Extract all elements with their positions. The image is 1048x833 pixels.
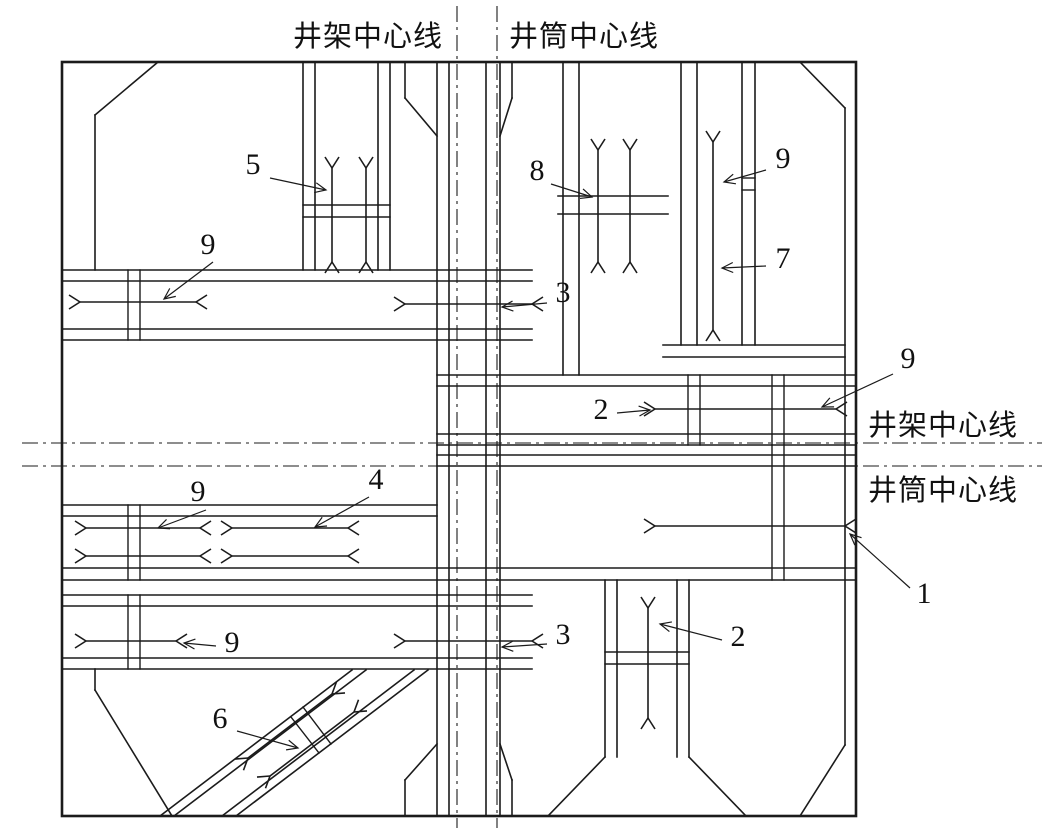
callout-number: 3 (556, 618, 571, 651)
callout-6: 6 (213, 702, 300, 751)
bottom-left-diagonal-band (93, 668, 430, 818)
leader-line (722, 169, 767, 185)
tie-rod (234, 681, 346, 771)
callout-8: 8 (530, 154, 594, 200)
beam-band-left-1 (61, 269, 533, 341)
callout-number: 9 (225, 626, 240, 659)
leader-line (500, 300, 548, 312)
callout-9-lower-left: 9 (182, 626, 240, 659)
callout-number: 7 (776, 242, 791, 275)
leader-line (848, 533, 911, 589)
callout-4: 4 (313, 463, 384, 528)
callout-number: 6 (213, 702, 228, 735)
leader-line (269, 177, 328, 194)
tie-rods (68, 130, 857, 789)
beam-band-bottom-right (546, 579, 748, 818)
top-headframe-centerline-label: 井架中心线 (293, 20, 443, 53)
beam-band-left-3 (61, 594, 533, 670)
callout-number: 9 (776, 142, 791, 175)
beam-band-left-2 (61, 504, 857, 581)
callout-number: 2 (731, 620, 746, 653)
callout-1: 1 (848, 533, 932, 610)
right-headframe-centerline-label: 井架中心线 (868, 409, 1018, 442)
leader-line (162, 261, 214, 300)
callout-number: 3 (556, 276, 571, 309)
leader-line (500, 640, 548, 652)
callout-number: 5 (246, 148, 261, 181)
leader-line (658, 621, 723, 641)
top-left-block (93, 60, 160, 271)
right-shaft-centerline-label: 井筒中心线 (868, 474, 1018, 507)
callout-9-right: 9 (820, 342, 916, 408)
beam-band-top-left-vertical (302, 61, 391, 271)
callout-number: 8 (530, 154, 545, 187)
tie-rod (256, 699, 368, 789)
centerline-labels: 井架中心线 井筒中心线 井架中心线 井筒中心线 (293, 20, 1018, 507)
callout-number: 9 (901, 342, 916, 375)
top-shaft-centerline-label: 井筒中心线 (509, 20, 659, 53)
leader-line (313, 496, 370, 528)
callout-5: 5 (246, 148, 328, 194)
beam-band-right-2 (436, 444, 857, 581)
callout-2-bottom: 2 (658, 620, 746, 653)
callout-9-top-left: 9 (162, 228, 216, 300)
beam-band-right-1 (436, 374, 857, 446)
callout-9-top-right: 9 (722, 142, 791, 185)
callout-number: 9 (201, 228, 216, 261)
central-column (403, 61, 514, 817)
centerlines (22, 6, 1042, 828)
callouts: 5 9 8 9 7 3 2 9 (156, 142, 932, 751)
callout-number: 4 (369, 463, 384, 496)
callout-7: 7 (720, 242, 791, 275)
leader-line (616, 405, 652, 417)
callout-2-right: 2 (594, 393, 652, 426)
callout-9-mid-left: 9 (156, 475, 207, 530)
callout-number: 2 (594, 393, 609, 426)
leader-line (156, 509, 207, 530)
leader-line (236, 730, 300, 751)
callout-number: 9 (191, 475, 206, 508)
leader-line (820, 373, 894, 408)
callout-number: 1 (917, 577, 932, 610)
leader-line (182, 638, 217, 650)
leader-line (720, 261, 767, 274)
callout-3-upper: 3 (500, 276, 571, 312)
callout-3-lower: 3 (500, 618, 571, 652)
outer-border (60, 60, 858, 818)
top-right-block (557, 60, 847, 818)
leader-line (550, 183, 594, 200)
